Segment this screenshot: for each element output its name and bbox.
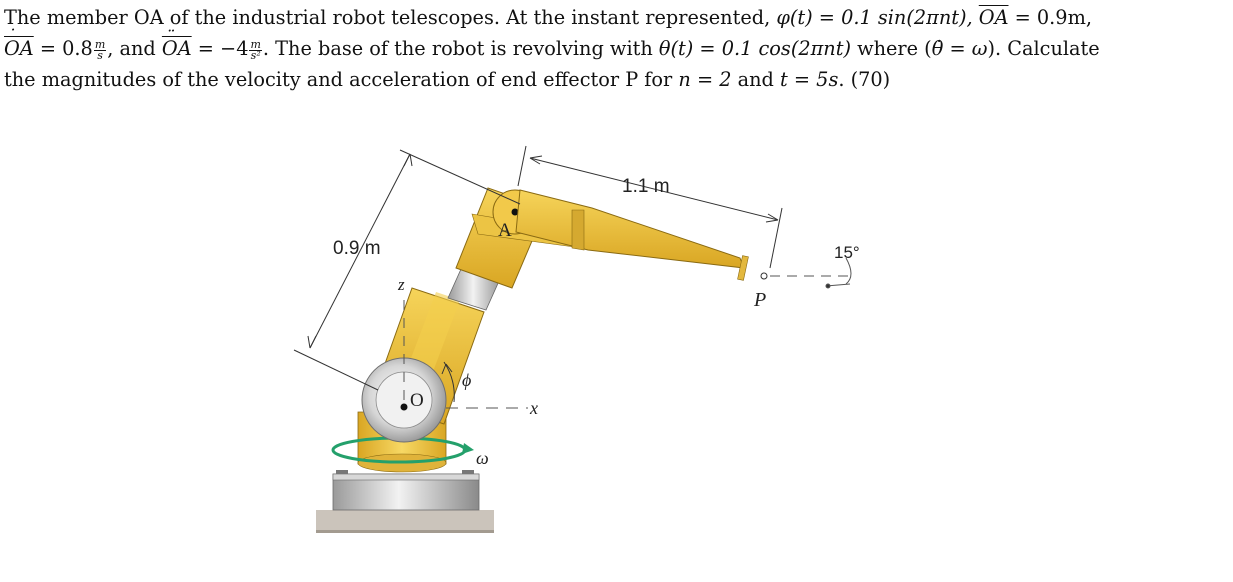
label-omega: ω [476, 448, 489, 468]
oa-ddot-symbol: OA [162, 23, 192, 64]
p-reference-line [770, 257, 852, 289]
theta-expression: θ(t) = 0.1 cos(2πnt) [658, 37, 851, 60]
label-O: O [410, 390, 424, 411]
problem-text: ). Calculate [987, 37, 1100, 60]
oa-dot-symbol: OA [4, 22, 34, 64]
label-oa-dimension: 0.9 m [333, 238, 381, 259]
oa-ddot-value: = −4 [191, 37, 249, 60]
oa-symbol: OA [978, 6, 1009, 29]
label-P: P [753, 289, 766, 311]
label-x: x [529, 398, 538, 418]
robot-figure: 0.9 m 1.1 m 15° A O P z x ϕ ω [293, 145, 860, 533]
dimension-oa [293, 149, 521, 391]
base-plate [332, 470, 480, 511]
problem-line-3: the magnitudes of the velocity and accel… [4, 64, 1226, 95]
label-15-degree: 15° [834, 243, 860, 262]
problem-text: and [731, 68, 781, 91]
theta-dot-expression: θ̇ = ω [931, 37, 988, 60]
problem-text: The member OA of the industrial robot te… [4, 6, 777, 29]
n-expression: n = 2 [678, 68, 732, 91]
phi-angle-arc [441, 361, 455, 403]
problem-line-1: The member OA of the industrial robot te… [4, 2, 1226, 33]
oa-dot-value: = 0.8 [33, 37, 93, 60]
problem-text: . The base of the robot is revolving wit… [262, 37, 659, 60]
dimension-ap [517, 145, 783, 269]
t-expression: t = 5s [780, 68, 839, 91]
label-phi: ϕ [462, 370, 471, 390]
problem-statement: The member OA of the industrial robot te… [4, 2, 1226, 95]
label-z: z [397, 275, 405, 294]
problem-text: the magnitudes of the velocity and accel… [4, 68, 679, 91]
problem-text: , and [107, 37, 162, 60]
ground [316, 510, 494, 533]
oa-value: = 0.9m, [1008, 6, 1092, 29]
label-A: A [498, 220, 512, 241]
phi-expression: φ(t) = 0.1 sin(2πnt), [776, 6, 979, 29]
problem-text: where ( [850, 37, 932, 60]
forearm-to-end-effector [515, 189, 768, 281]
problem-text: . (70) [838, 68, 891, 91]
label-ap-dimension: 1.1 m [622, 176, 670, 197]
